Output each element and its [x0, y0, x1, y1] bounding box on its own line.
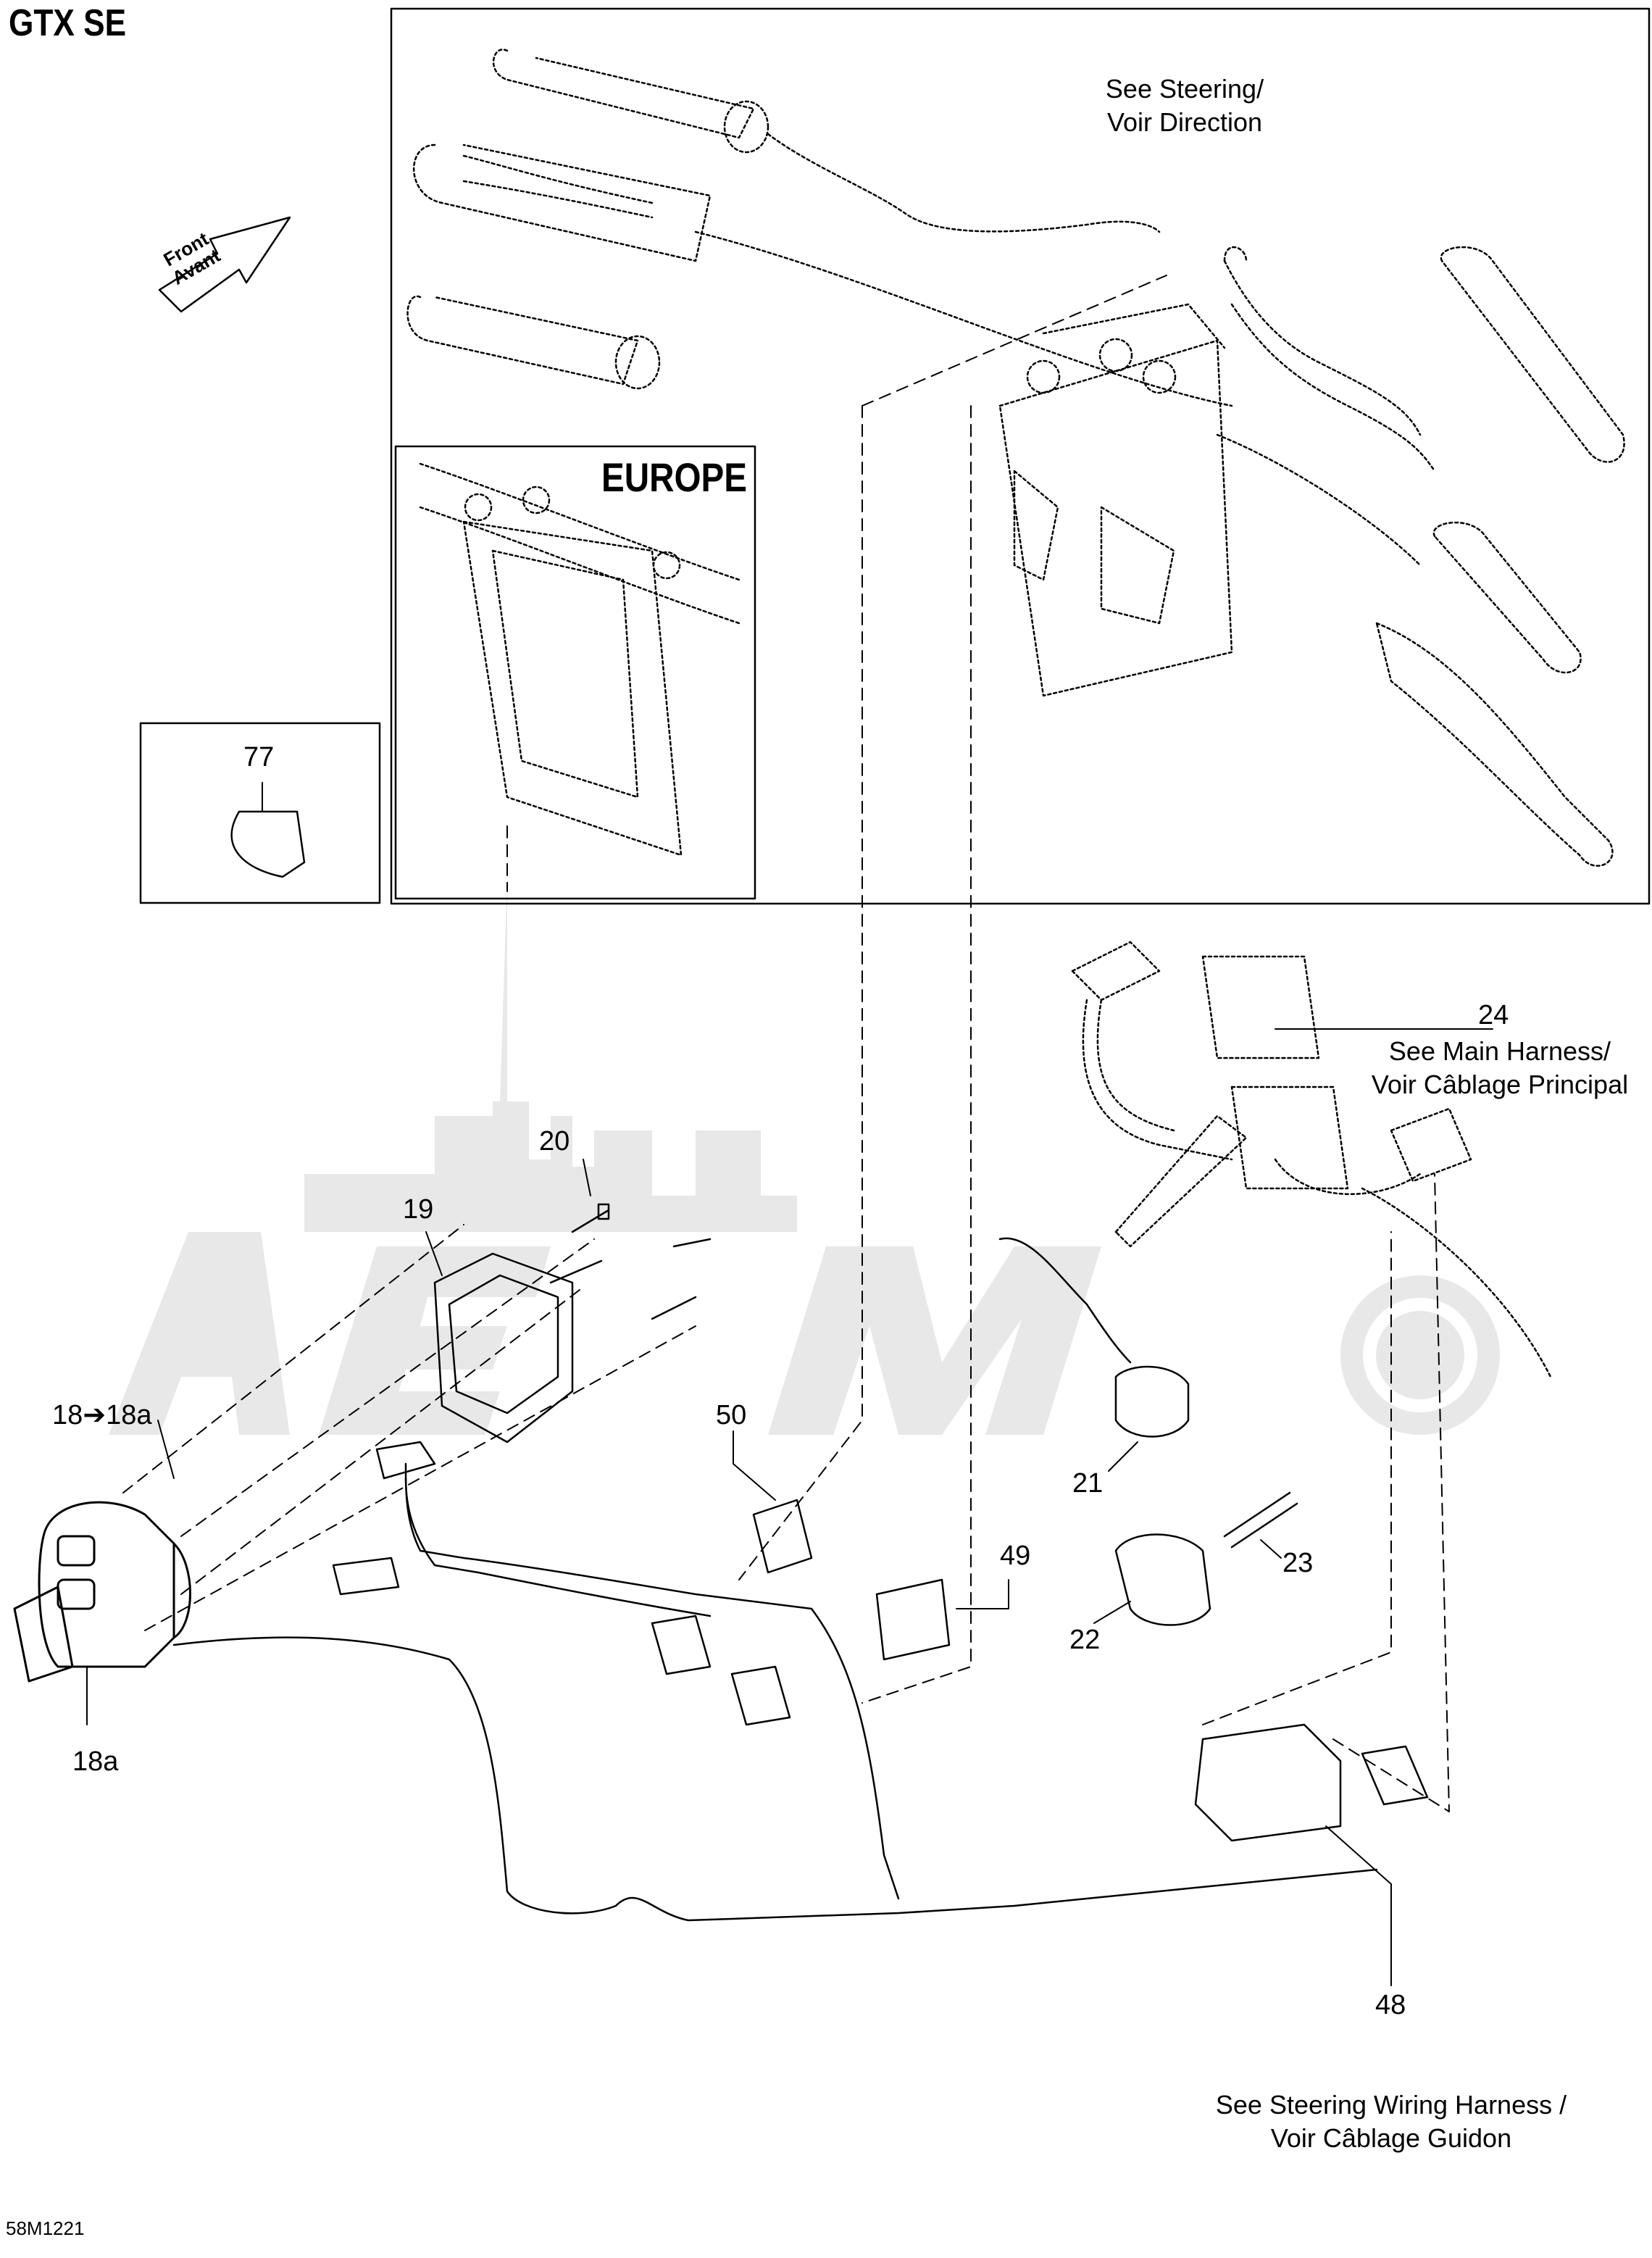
model-title: GTX SE: [9, 2, 127, 44]
part-22: [1114, 1533, 1211, 1626]
steering-harness-note-line1: See Steering Wiring Harness /: [1215, 2090, 1567, 2120]
part-23: [1223, 1491, 1298, 1549]
callout-48: 48: [1375, 1990, 1406, 2020]
main-harness-note-line1: See Main Harness/: [1388, 1036, 1611, 1066]
steering-note-line2: Voir Direction: [1106, 107, 1263, 137]
callout-50: 50: [716, 1400, 747, 1430]
steering-note-line1: See Steering/: [1105, 74, 1264, 104]
cover-19: [433, 1252, 574, 1443]
callout-20: 20: [539, 1126, 570, 1157]
harness-wire: [172, 1636, 1378, 1922]
steering-harness-note-line2: Voir Câblage Guidon: [1270, 2123, 1512, 2153]
steering-harness-note: See Steering Wiring Harness / Voir Câbla…: [1188, 2088, 1594, 2155]
callout-49: 49: [1000, 1541, 1031, 1571]
steering-note: See Steering/ Voir Direction: [1043, 72, 1326, 139]
main-harness-note-line2: Voir Câblage Principal: [1371, 1070, 1629, 1099]
callout-19: 19: [403, 1194, 434, 1225]
part-77: [230, 810, 306, 878]
screws-20: [549, 1203, 712, 1320]
region-label: EUROPE: [601, 454, 748, 500]
callout-18-to-18a: 18➔18a: [52, 1400, 152, 1430]
callout-24: 24: [1478, 1000, 1509, 1030]
watermark: [109, 877, 1500, 1435]
front-arrow-icon: [158, 216, 291, 313]
module-48: [1194, 1723, 1342, 1842]
part-21: [1114, 1365, 1190, 1438]
main-harness-note: See Main Harness/ Voir Câblage Principal: [1348, 1035, 1652, 1101]
callout-21: 21: [1072, 1468, 1104, 1499]
diagram-code: 58M1221: [6, 2217, 85, 2239]
callout-22: 22: [1069, 1625, 1101, 1655]
callout-77: 77: [243, 742, 275, 772]
connector-50: [752, 1499, 813, 1574]
steering-frame: [390, 7, 1651, 905]
callout-18a: 18a: [72, 1746, 119, 1777]
connector-49: [875, 1578, 951, 1661]
part-77-inset-frame: [139, 722, 381, 904]
callout-23: 23: [1282, 1548, 1314, 1578]
switch-housing-18: [13, 1501, 191, 1683]
europe-inset-frame: [394, 445, 756, 900]
